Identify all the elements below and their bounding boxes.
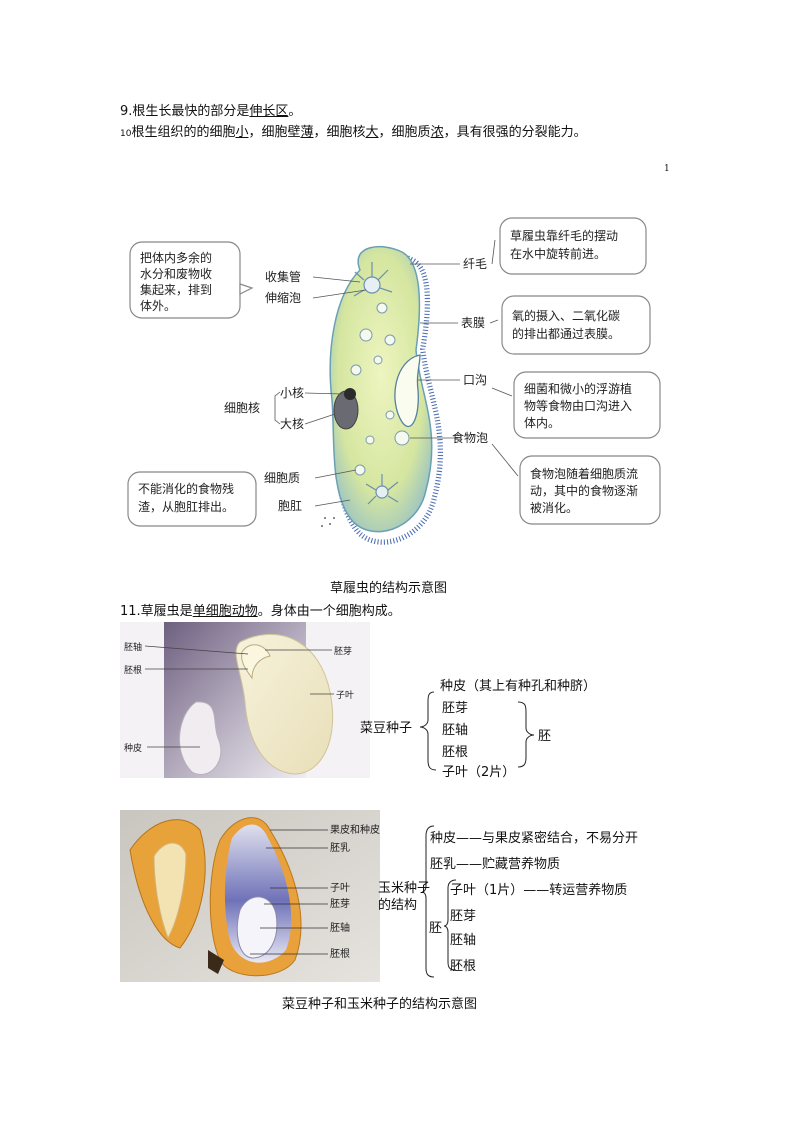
label-xiaohe: 小核 (280, 386, 304, 400)
corn-embryo (236, 896, 278, 959)
bean-group-pei: 胚 (538, 729, 551, 744)
box6-line2: 渣，从胞肛排出。 (138, 500, 234, 514)
box4-line3: 体内。 (524, 416, 560, 430)
bean-peigen: 胚根 (442, 745, 468, 760)
label-xianmao: 纤毛 (463, 257, 487, 271)
seeds-caption: 菜豆种子和玉米种子的结构示意图 (282, 997, 478, 1012)
micronucleus (344, 388, 356, 400)
food-vacuoles (350, 302, 410, 476)
bean-label-peiya: 胚芽 (334, 645, 352, 657)
bean-label-peizhou: 胚轴 (124, 641, 142, 653)
bean-label-peigen: 胚根 (124, 664, 142, 676)
box1-line3: 集起来，排到 (140, 282, 212, 297)
corn-seed-figure: 果皮和种皮 胚乳 子叶 胚芽 胚轴 胚根 (120, 810, 380, 982)
bean-label-zhongpi: 种皮 (124, 742, 142, 754)
box5-line1: 食物泡随着细胞质流 (530, 466, 638, 481)
corn-line-zhongpi: 种皮——与果皮紧密结合，不易分开 (430, 830, 638, 846)
bean-label-ziye: 子叶 (336, 690, 354, 701)
label-kougou: 口沟 (463, 373, 487, 387)
label-biaomo: 表膜 (461, 316, 485, 330)
box1-line1: 把体内多余的 (140, 250, 212, 265)
corn-line-peiru: 胚乳——贮藏营养物质 (430, 856, 560, 872)
corn-label-peiru: 胚乳 (330, 841, 350, 854)
page-number: 1 (664, 164, 670, 174)
corn-line-peigen: 胚根 (450, 959, 476, 974)
box2-line1: 草履虫靠纤毛的摆动 (510, 228, 618, 243)
bean-structure-tree: 菜豆种子 种皮（其上有种孔和种脐） 胚芽 胚轴 胚根 子叶（2片） 胚 (360, 679, 596, 780)
bean-peizhou: 胚轴 (442, 723, 468, 738)
corn-label-peiya: 胚芽 (330, 897, 350, 910)
paragraph-10: 10根生组织的的细胞小，细胞壁薄，细胞核大，细胞质浓，具有很强的分裂能力。 (120, 125, 587, 140)
box5-line3: 被消化。 (530, 501, 578, 515)
corn-label-peizhou: 胚轴 (330, 921, 350, 934)
label-xibaozhi: 细胞质 (264, 471, 300, 485)
corn-label-peigen: 胚根 (330, 947, 350, 960)
box3-line2: 的排出都通过表膜。 (512, 326, 620, 341)
paragraph-9: 9.根生长最快的部分是伸长区。 (120, 104, 302, 119)
corn-structure-tree: 玉米种子 的结构 种皮——与果皮紧密结合，不易分开 胚乳——贮藏营养物质 胚 子… (378, 825, 638, 978)
box3-line1: 氧的摄入、二氧化碳 (512, 308, 620, 323)
label-shiwupao: 食物泡 (452, 430, 488, 445)
bean-ziye: 子叶（2片） (442, 765, 515, 780)
paragraph-11: 11.草履虫是单细胞动物。身体由一个细胞构成。 (120, 604, 401, 619)
label-daohe: 大核 (280, 417, 304, 431)
label-shensuopao: 伸缩泡 (265, 290, 301, 305)
oral-groove (394, 354, 421, 428)
corn-label-guopi: 果皮和种皮 (330, 823, 380, 836)
corn-line-peiya: 胚芽 (450, 909, 476, 924)
paramecium-figure: 把体内多余的 水分和废物收 集起来，排到 体外。 草履虫靠纤毛的摆动 在水中旋转… (127, 217, 661, 545)
bean-root: 菜豆种子 (360, 721, 412, 736)
contractile-vacuole (353, 262, 399, 505)
box4-line2: 物等食物由口沟进入 (524, 398, 632, 413)
bean-seed-figure: 胚轴 胚根 种皮 胚芽 子叶 (120, 622, 370, 778)
label-baogang: 胞肛 (278, 499, 302, 513)
corn-line-peizhou: 胚轴 (450, 933, 476, 948)
bean-zhongpi: 种皮（其上有种孔和种脐） (440, 679, 596, 694)
bean-embryo (241, 644, 271, 680)
corn-line-ziye: 子叶（1片）——转运营养物质 (450, 882, 627, 898)
box4-line1: 细菌和微小的浮游植 (524, 381, 632, 396)
box2-line2: 在水中旋转前进。 (510, 246, 606, 261)
corn-group-pei: 胚 (429, 921, 442, 936)
corn-root-line1: 玉米种子 (378, 881, 430, 896)
box1-line4: 体外。 (140, 299, 176, 313)
bean-cotyledon (235, 633, 334, 775)
corn-root-line2: 的结构 (378, 897, 417, 913)
label-xibaohe: 细胞核 (224, 401, 260, 415)
box6-line1: 不能消化的食物残 (138, 481, 234, 496)
box1-line2: 水分和废物收 (140, 266, 212, 281)
corn-label-ziye: 子叶 (330, 882, 350, 894)
bean-whole-seed (179, 701, 222, 775)
box5-line2: 动，其中的食物逐渐 (530, 483, 638, 498)
label-shoujiguan: 收集管 (265, 269, 301, 284)
paramecium-body (329, 246, 433, 533)
bean-peiya: 胚芽 (442, 701, 468, 716)
paramecium-caption: 草履虫的结构示意图 (330, 581, 448, 596)
